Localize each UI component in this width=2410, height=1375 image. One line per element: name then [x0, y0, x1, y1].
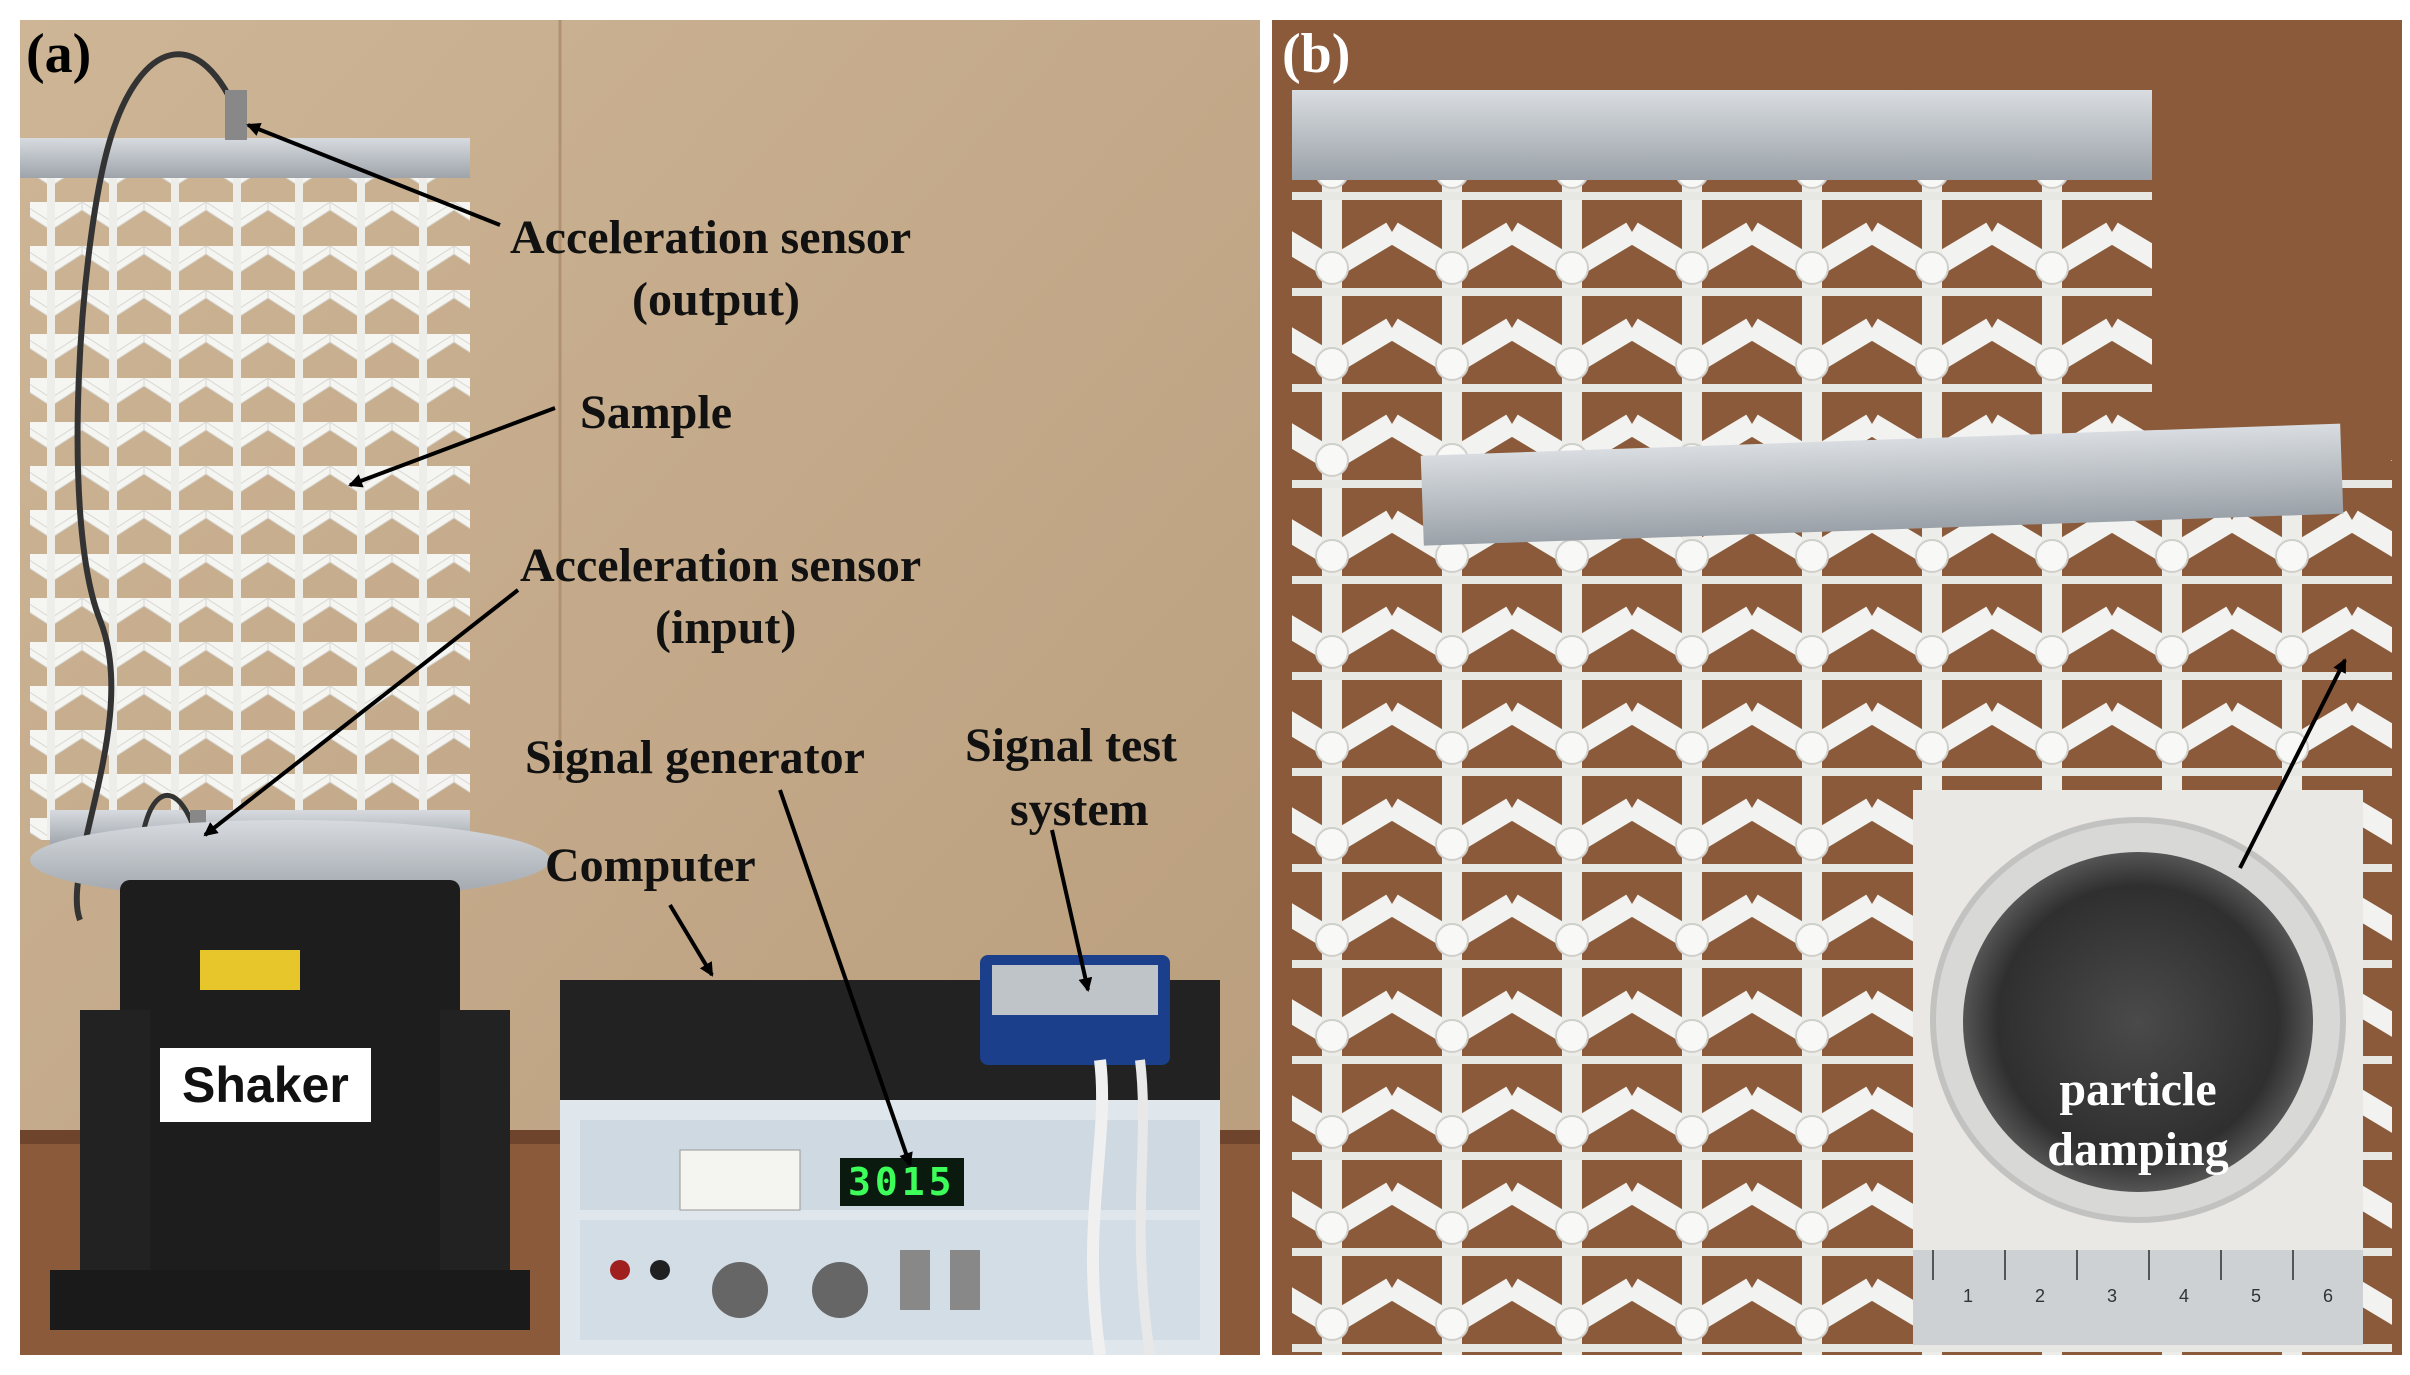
signal-test-label-line1: Signal test	[965, 719, 1178, 772]
signal-test-label-line2: system	[1010, 783, 1149, 836]
ruler-number: 4	[2179, 1286, 2189, 1306]
panel-b-tag: (b)	[1282, 23, 1351, 85]
experimental-setup-photo	[20, 20, 1260, 1355]
particle-damping-inset: 1 2 3 4 5 6 particle damping	[1913, 790, 2363, 1345]
sample-label: Sample	[580, 386, 733, 439]
signal-generator-label: Signal generator	[525, 731, 865, 784]
panel-a-photo: (a) Acceleration sensor (output) Sample …	[20, 20, 1260, 1355]
ruler-number: 2	[2035, 1286, 2045, 1306]
shaker-label: Shaker	[160, 1048, 371, 1122]
ruler-number: 5	[2251, 1286, 2261, 1306]
ruler-number: 6	[2323, 1286, 2333, 1306]
generator-frequency-display: 3015	[840, 1158, 964, 1206]
particle-damping-line1: particle	[2059, 1063, 2217, 1116]
panel-a-tag: (a)	[26, 23, 92, 85]
particle-dish-photo: 1 2 3 4 5 6	[1913, 817, 2363, 1345]
panel-b-photo: (b) 1 2 3 4 5 6 particle damping	[1272, 20, 2402, 1355]
particle-damping-line2: damping	[2047, 1123, 2229, 1176]
computer-label: Computer	[545, 839, 756, 892]
accel-input-label-line2: (input)	[655, 601, 797, 654]
ruler-number: 3	[2107, 1286, 2117, 1306]
particle-damping-label: particle damping	[1913, 1060, 2363, 1180]
ruler-number: 1	[1963, 1286, 1973, 1306]
accel-output-label-line1: Acceleration sensor	[510, 211, 912, 264]
accel-input-label-line1: Acceleration sensor	[520, 539, 922, 592]
accel-output-label-line2: (output)	[632, 273, 801, 326]
